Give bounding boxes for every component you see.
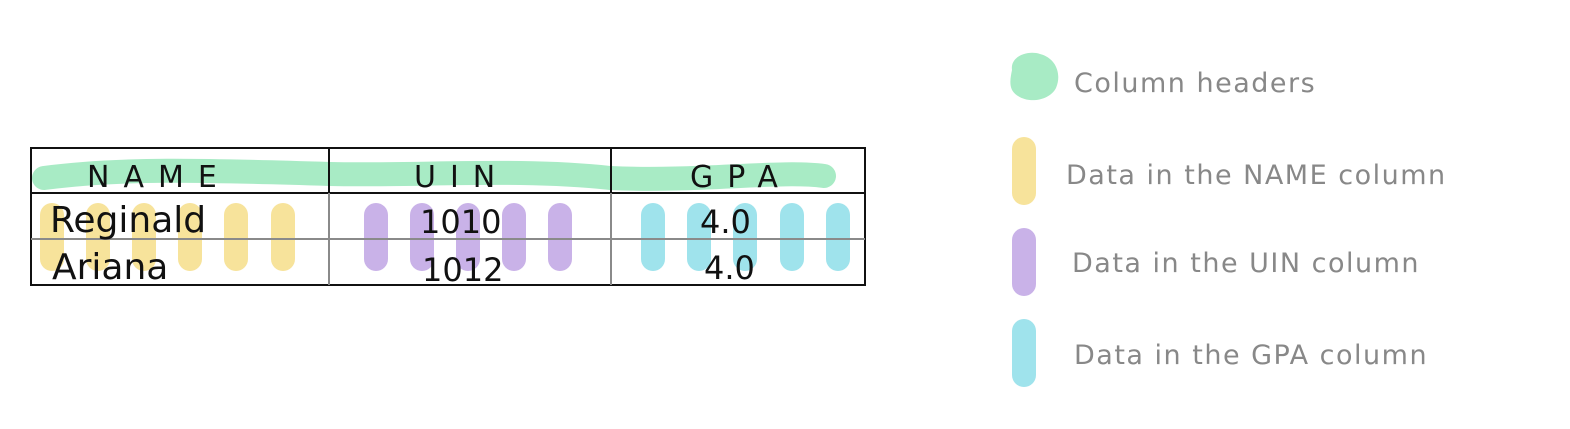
gpa-highlight-pill bbox=[687, 203, 711, 271]
legend-item: Data in the GPA column bbox=[1012, 319, 1428, 387]
cell-uin: 1012 bbox=[422, 251, 503, 289]
header-gpa: GPA bbox=[690, 160, 792, 195]
legend-label: Data in the NAME column bbox=[1066, 160, 1447, 191]
cell-gpa: 4.0 bbox=[704, 249, 755, 287]
cell-name: Ariana bbox=[52, 247, 168, 288]
gpa-highlight-pill bbox=[826, 203, 850, 271]
legend-item: Data in the NAME column bbox=[1012, 137, 1447, 205]
legend-item: Column headers bbox=[1010, 52, 1316, 101]
table-row: Ariana 1012 4.0 bbox=[52, 247, 755, 289]
gpa-highlight-pill bbox=[780, 203, 804, 271]
cell-uin: 1010 bbox=[420, 203, 501, 241]
legend-label: Data in the UIN column bbox=[1072, 248, 1420, 279]
legend-swatch-pill bbox=[1012, 228, 1036, 296]
name-highlight-pill bbox=[40, 203, 64, 271]
name-highlight-pill bbox=[132, 203, 156, 271]
table-grid bbox=[30, 147, 866, 286]
uin-highlight-pill bbox=[456, 203, 480, 271]
gpa-column-highlights bbox=[641, 203, 850, 271]
legend: Column headers Data in the NAME column D… bbox=[1010, 52, 1447, 387]
legend-label: Data in the GPA column bbox=[1074, 340, 1428, 371]
table-headers: NAME UIN GPA bbox=[87, 160, 792, 195]
uin-highlight-pill bbox=[410, 203, 434, 271]
header-name: NAME bbox=[87, 160, 231, 195]
legend-swatch-pill bbox=[1012, 137, 1036, 205]
uin-highlight-pill bbox=[364, 203, 388, 271]
gpa-highlight-pill bbox=[641, 203, 665, 271]
uin-column-highlights bbox=[364, 203, 572, 271]
legend-item: Data in the UIN column bbox=[1012, 228, 1420, 296]
name-highlight-pill bbox=[86, 203, 110, 271]
header-uin: UIN bbox=[414, 160, 509, 195]
header-highlight-stroke bbox=[32, 158, 836, 191]
name-highlight-pill bbox=[224, 203, 248, 271]
table-row: Reginald 1010 4.0 bbox=[50, 200, 751, 241]
uin-highlight-pill bbox=[502, 203, 526, 271]
cell-name: Reginald bbox=[50, 200, 206, 241]
gpa-highlight-pill bbox=[733, 203, 757, 271]
legend-swatch-blob bbox=[1010, 52, 1059, 101]
highlight-layer bbox=[32, 158, 850, 271]
name-column-highlights bbox=[40, 203, 295, 271]
name-highlight-pill bbox=[271, 203, 295, 271]
legend-label: Column headers bbox=[1074, 68, 1316, 99]
table-border bbox=[30, 147, 866, 286]
cell-gpa: 4.0 bbox=[700, 203, 751, 241]
uin-highlight-pill bbox=[548, 203, 572, 271]
name-highlight-pill bbox=[178, 203, 202, 271]
legend-swatch-pill bbox=[1012, 319, 1036, 387]
